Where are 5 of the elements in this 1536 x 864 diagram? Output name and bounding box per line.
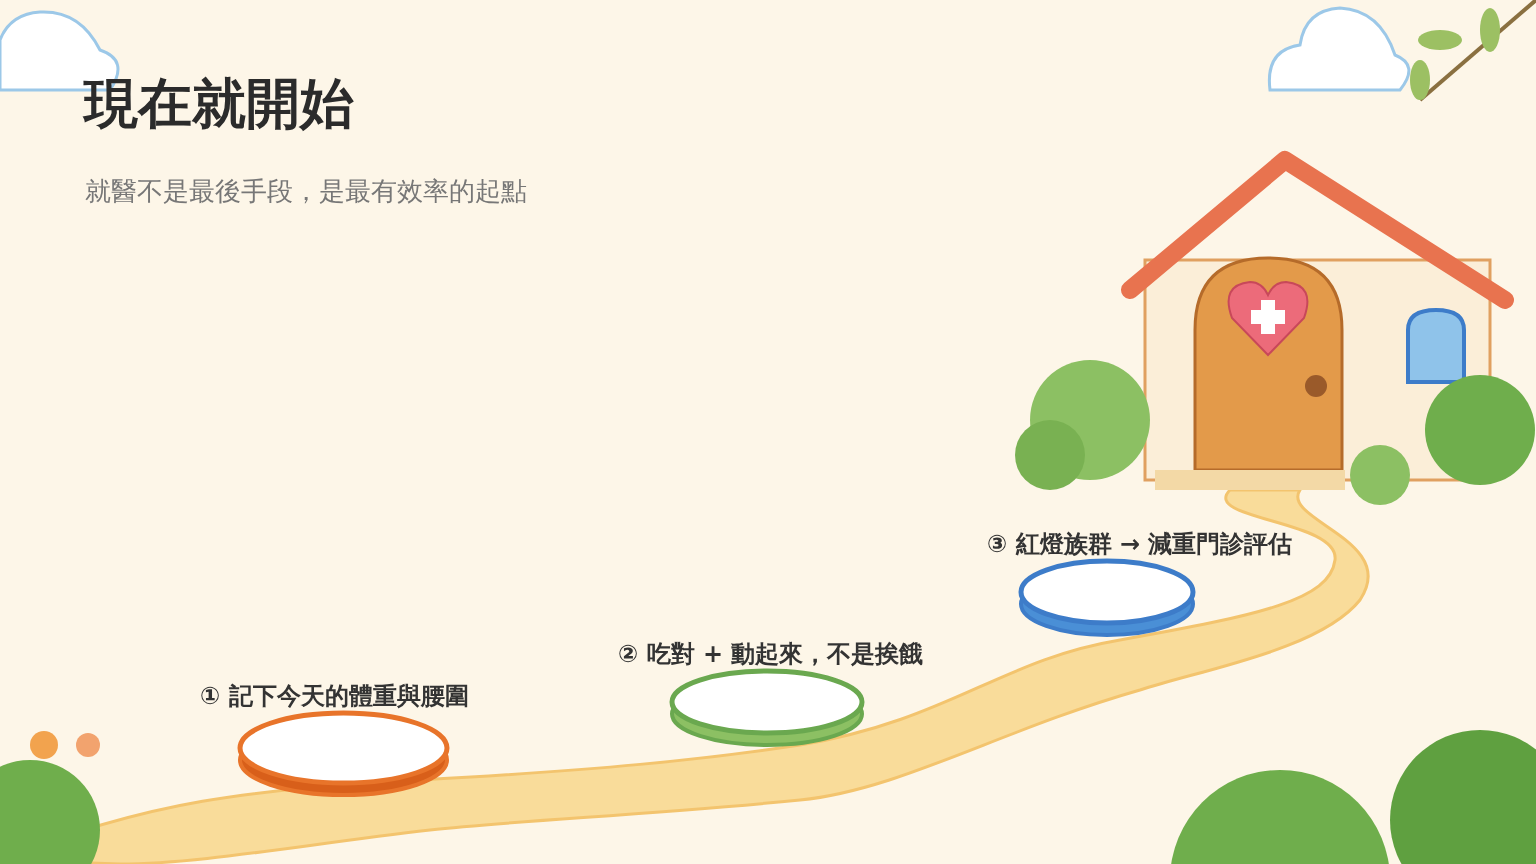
step-label: ② 吃對 + 動起來，不是挨餓 <box>618 639 924 670</box>
step-label: ① 記下今天的體重與腰圍 <box>200 681 469 712</box>
subtitle: 就醫不是最後手段，是最有效率的起點 <box>85 175 527 208</box>
title: 現在就開始 <box>84 71 354 137</box>
step-label: ③ 紅燈族群 → 減重門診評估 <box>987 529 1293 560</box>
